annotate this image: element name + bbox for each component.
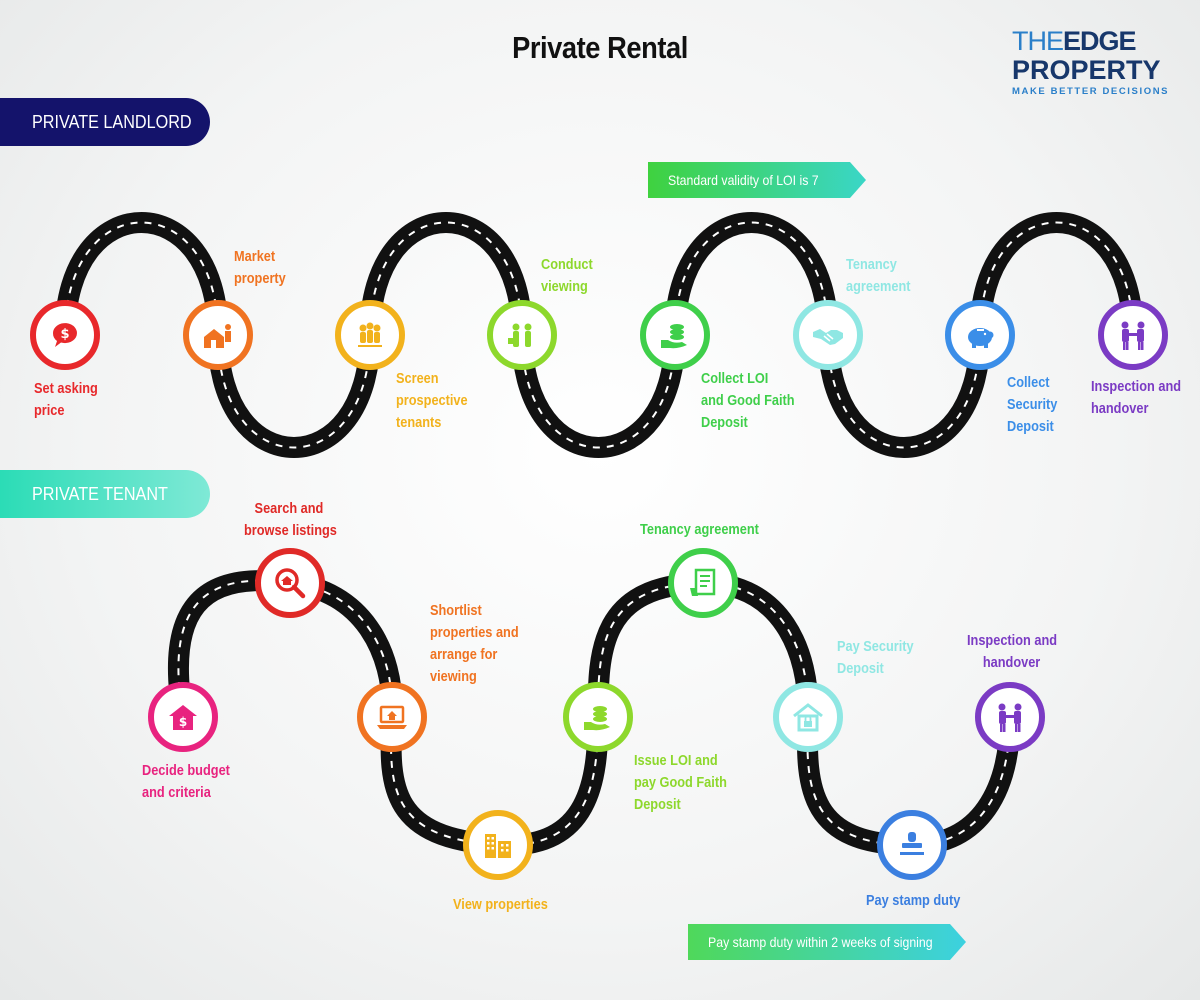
tenant-step-6-label: Tenancy agreement xyxy=(640,522,759,538)
house-dollar-icon: $ xyxy=(169,705,197,730)
document-sign-icon xyxy=(690,568,716,596)
logo-wordmark: THEEDGE xyxy=(1012,26,1137,56)
tenant-step-5-node xyxy=(563,682,633,752)
dollar-speech-bubble-icon: $ xyxy=(52,323,77,347)
tenant-section-heading: PRIVATE TENANT xyxy=(0,470,210,518)
tenant-step-6-node xyxy=(668,548,738,618)
logo-property: PROPERTY xyxy=(1012,55,1161,85)
brand-logo: THEEDGE PROPERTY MAKE BETTER DECISIONS xyxy=(1012,28,1172,104)
logo-tagline: MAKE BETTER DECISIONS xyxy=(1012,86,1170,97)
page-title: Private Rental xyxy=(512,30,688,65)
stamp-duty-note: Pay stamp duty within 2 weeks of signing… xyxy=(688,924,966,960)
piggy-bank-icon xyxy=(968,328,994,348)
tenant-step-3-node xyxy=(357,682,427,752)
buildings-icon xyxy=(485,834,511,858)
house-with-seller-icon xyxy=(204,324,231,348)
landlord-step-3-node xyxy=(335,300,405,370)
landlord-step-8-node xyxy=(1098,300,1168,370)
tenant-step-4-node xyxy=(463,810,533,880)
svg-text:$: $ xyxy=(179,715,187,729)
landlord-step-1-node: $ xyxy=(30,300,100,370)
tenant-step-7-node xyxy=(773,682,843,752)
coins-in-hand-icon xyxy=(661,324,687,349)
landlord-section-heading: PRIVATE LANDLORD xyxy=(0,98,210,146)
stamp-icon xyxy=(900,832,924,855)
landlord-step-4-node xyxy=(487,300,557,370)
tenant-step-9-node xyxy=(975,682,1045,752)
coins-in-hand-icon xyxy=(584,706,610,731)
handshake-people-icon xyxy=(1121,321,1145,350)
landlord-step-2-node xyxy=(183,300,253,370)
tenant-step-2-node xyxy=(255,548,325,618)
landlord-step-7-node xyxy=(945,300,1015,370)
tenant-step-4-label: View properties xyxy=(453,897,548,913)
tenant-step-8-label: Pay stamp duty xyxy=(866,893,961,909)
handshake-icon xyxy=(813,329,843,345)
svg-text:$: $ xyxy=(60,327,69,342)
magnifier-house-icon xyxy=(275,568,306,599)
landlord-road-dashes xyxy=(64,221,1134,449)
people-group-icon xyxy=(358,322,382,347)
handshake-people-icon xyxy=(998,703,1022,732)
tenant-step-1-node: $ xyxy=(148,682,218,752)
house-lock-icon xyxy=(793,703,823,732)
laptop-house-icon xyxy=(377,705,407,729)
two-people-icon xyxy=(508,323,532,347)
landlord-step-5-node xyxy=(640,300,710,370)
tenant-step-8-node xyxy=(877,810,947,880)
landlord-step-6-node xyxy=(793,300,863,370)
